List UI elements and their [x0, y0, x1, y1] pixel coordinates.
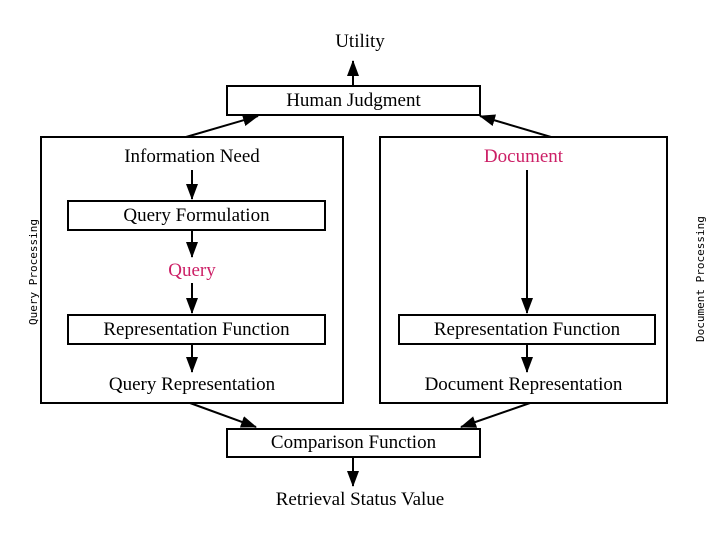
node-representation-function-query[interactable]: Representation Function [67, 314, 326, 345]
node-human-judgment[interactable]: Human Judgment [226, 85, 481, 116]
node-representation-function-document[interactable]: Representation Function [398, 314, 656, 345]
node-comparison-function[interactable]: Comparison Function [226, 428, 481, 458]
node-query-representation: Query Representation [108, 374, 276, 395]
node-query-formulation[interactable]: Query Formulation [67, 200, 326, 231]
label-document-processing: Document Processing [694, 216, 707, 342]
document-processing-panel-border [379, 136, 668, 404]
label-query-processing: Query Processing [27, 219, 40, 325]
node-retrieval-status-value: Retrieval Status Value [275, 489, 445, 510]
node-query: Query [168, 260, 216, 281]
node-utility: Utility [335, 31, 385, 52]
arrow-document-representation-to-comparison-function [460, 402, 531, 428]
arrow-information-need-to-human-judgment [185, 114, 259, 138]
node-document-representation: Document Representation [424, 374, 623, 395]
node-document: Document [483, 146, 564, 167]
arrow-document-to-human-judgment [479, 114, 552, 138]
node-information-need: Information Need [124, 146, 260, 167]
arrow-query-representation-to-comparison-function [189, 402, 257, 428]
